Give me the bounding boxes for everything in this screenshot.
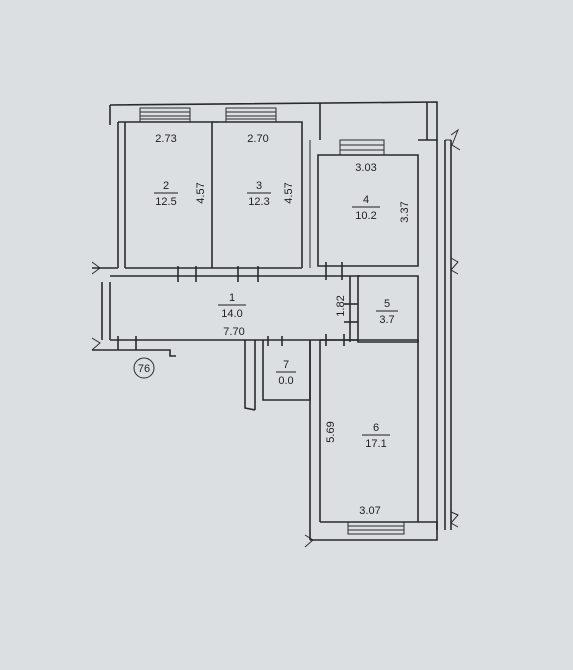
room-7: 7 0.0 xyxy=(276,359,296,387)
window-room-6 xyxy=(347,521,405,535)
door-room-2 xyxy=(177,266,197,282)
door-room-5 xyxy=(344,303,358,323)
doors xyxy=(117,262,358,350)
entrance-door xyxy=(117,336,137,350)
room-1: 1 14.0 7.70 1.82 xyxy=(218,292,347,338)
window-room-3 xyxy=(225,107,277,123)
room-6-area: 17.1 xyxy=(365,438,386,450)
room-7-number: 7 xyxy=(283,359,289,371)
room-1-width: 7.70 xyxy=(223,326,244,338)
room-1-number: 1 xyxy=(229,292,235,304)
room-5-number: 5 xyxy=(384,298,390,310)
marker-label: 76 xyxy=(138,363,150,375)
room-4: 3.03 4 10.2 3.37 xyxy=(352,162,411,223)
marker-circle xyxy=(133,357,155,379)
room-6: 6 17.1 5.69 3.07 xyxy=(325,421,390,517)
room-4-number: 4 xyxy=(363,194,369,206)
room-7-area: 0.0 xyxy=(278,375,293,387)
room-3-area: 12.3 xyxy=(248,196,269,208)
inner-walls xyxy=(110,121,419,522)
room-5-area: 3.7 xyxy=(379,314,394,326)
room-1-height: 1.82 xyxy=(335,295,347,316)
window-room-4 xyxy=(339,139,385,156)
apartment-marker: 76 xyxy=(133,357,155,379)
room-2: 2.73 2 12.5 4.57 xyxy=(154,133,207,208)
room-4-width: 3.03 xyxy=(355,162,376,174)
room-6-width: 3.07 xyxy=(359,505,380,517)
room-6-height: 5.69 xyxy=(325,421,337,442)
room-1-area: 14.0 xyxy=(221,308,242,320)
room-2-width: 2.73 xyxy=(155,133,176,145)
room-5: 5 3.7 xyxy=(376,298,398,326)
room-4-area: 10.2 xyxy=(355,210,376,222)
room-2-area: 12.5 xyxy=(155,196,176,208)
outer-walls xyxy=(91,101,461,548)
room-3-number: 3 xyxy=(256,180,262,192)
room-6-number: 6 xyxy=(373,422,379,434)
windows xyxy=(139,107,405,535)
door-room-7 xyxy=(267,336,283,346)
door-room-3 xyxy=(237,266,259,282)
room-3: 2.70 3 12.3 4.57 xyxy=(247,133,295,208)
door-room-6 xyxy=(325,334,345,346)
room-3-height: 4.57 xyxy=(283,182,295,203)
room-2-height: 4.57 xyxy=(195,182,207,203)
window-room-2 xyxy=(139,107,191,123)
room-3-width: 2.70 xyxy=(247,133,268,145)
room-2-number: 2 xyxy=(163,180,169,192)
room-4-height: 3.37 xyxy=(399,201,411,222)
door-room-4 xyxy=(325,262,343,280)
